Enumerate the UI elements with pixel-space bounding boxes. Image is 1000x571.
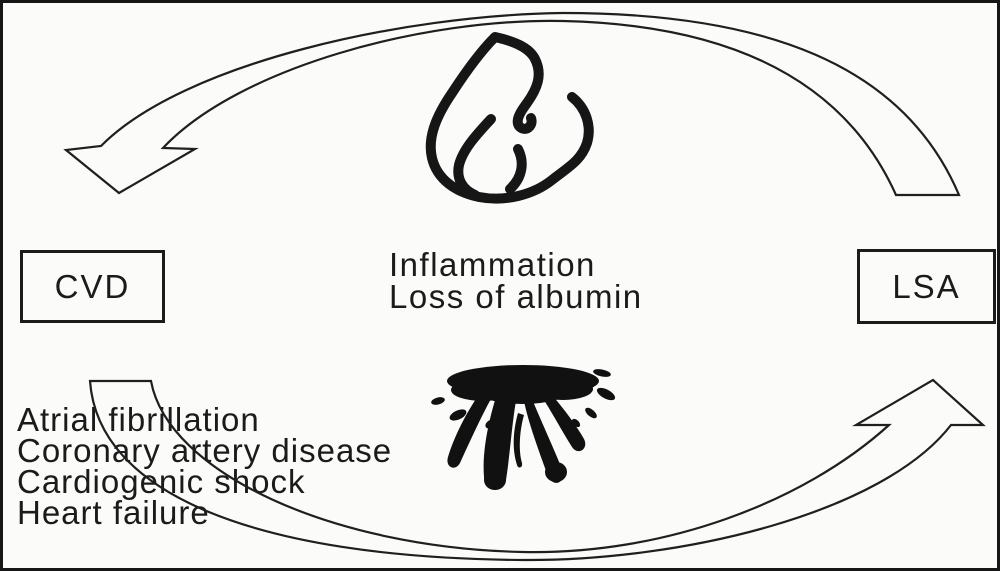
inflammation-label: Inflammation — [389, 246, 596, 283]
list-item: Atrial fibrillation — [17, 401, 260, 438]
splash-icon — [431, 365, 616, 490]
lsa-label: LSA — [892, 267, 961, 305]
cvd-label: CVD — [54, 267, 131, 305]
center-caption: Inflammation Loss of albumin — [389, 246, 643, 315]
complications-list: Atrial fibrillation Coronary artery dise… — [17, 401, 393, 531]
flame-inner — [453, 114, 527, 200]
list-item: Coronary artery disease — [17, 432, 393, 469]
flame-icon — [425, 32, 594, 204]
list-item: Heart failure — [17, 494, 210, 531]
cvd-box: CVD — [20, 250, 165, 323]
loss-of-albumin-label: Loss of albumin — [389, 278, 643, 315]
lsa-box: LSA — [857, 249, 996, 324]
list-item: Cardiogenic shock — [17, 463, 306, 500]
